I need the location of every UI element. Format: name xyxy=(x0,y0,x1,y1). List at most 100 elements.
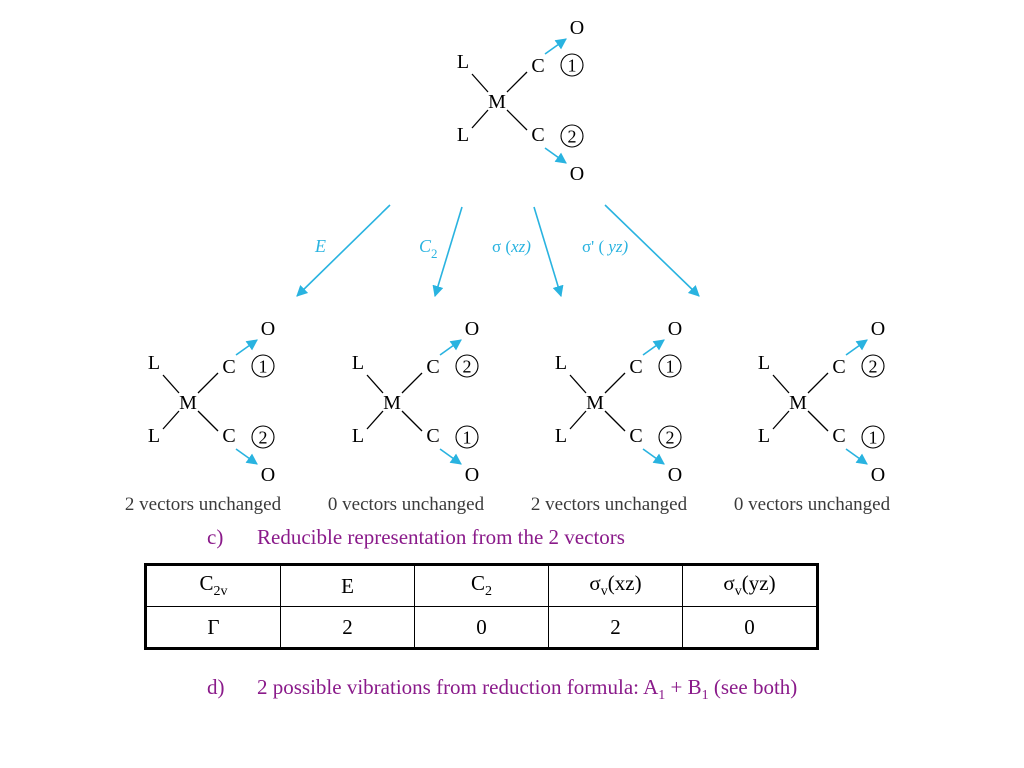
character-table: C2v E C2 σv(xz) σv(yz) Γ 2 0 2 0 xyxy=(144,563,819,650)
position-circle-top xyxy=(251,354,275,378)
arrow-E xyxy=(296,204,391,297)
section-c-label: c) xyxy=(207,525,224,549)
row-gamma-sigma-xz: 2 xyxy=(548,606,683,649)
bond-line xyxy=(471,73,489,93)
op-label-sigma-yz: σ' ( yz) xyxy=(582,237,629,256)
bond-line xyxy=(569,410,587,430)
atom-ligand-bottom: L xyxy=(555,425,567,447)
caption-sigma-yz: 0 vectors unchanged xyxy=(733,494,891,515)
position-label-top: 1 xyxy=(568,56,577,76)
co-vector-top xyxy=(642,339,665,356)
atom-carbon-top: C xyxy=(426,356,439,378)
co-vector-top xyxy=(235,339,258,356)
bond-line xyxy=(197,410,219,432)
atom-carbon-bottom: C xyxy=(629,425,642,447)
section-d-label: d) xyxy=(207,675,225,699)
bond-line xyxy=(197,372,219,394)
atom-oxygen-bottom: O xyxy=(871,464,885,486)
atom-metal: M xyxy=(488,91,506,113)
position-label-top: 2 xyxy=(869,357,878,377)
bond-line xyxy=(366,410,384,430)
bond-line xyxy=(772,374,790,394)
atom-ligand-bottom: L xyxy=(352,425,364,447)
atom-oxygen-top: O xyxy=(871,318,885,340)
atom-ligand-bottom: L xyxy=(758,425,770,447)
section-c: c) Reducible representation from the 2 ve… xyxy=(207,525,625,550)
atom-carbon-bottom: C xyxy=(426,425,439,447)
arrow-sigma-xz xyxy=(533,206,564,298)
atom-oxygen-bottom: O xyxy=(668,464,682,486)
atom-ligand-bottom: L xyxy=(148,425,160,447)
position-circle-top xyxy=(658,354,682,378)
co-vector-bottom xyxy=(439,448,462,465)
bond-line xyxy=(506,71,528,93)
bond-line xyxy=(471,109,489,129)
caption-E: 2 vectors unchanged xyxy=(124,494,282,515)
position-circle-bottom xyxy=(861,425,885,449)
atom-carbon-top: C xyxy=(222,356,235,378)
co-vector-bottom xyxy=(642,448,665,465)
molecule-result-4: ML L C C O O 2 1 xyxy=(758,318,885,486)
atom-oxygen-bottom: O xyxy=(261,464,275,486)
atom-oxygen-bottom: O xyxy=(465,464,479,486)
header-C2: C2 xyxy=(414,564,549,607)
bond-line xyxy=(569,374,587,394)
atom-ligand-bottom: L xyxy=(457,124,469,146)
header-sigma-xz: σv(xz) xyxy=(548,564,683,607)
atom-carbon-bottom: C xyxy=(832,425,845,447)
header-sigma-yz: σv(yz) xyxy=(682,564,818,607)
position-label-top: 1 xyxy=(666,357,675,377)
position-circle-top xyxy=(455,354,479,378)
table-header-row: C2v E C2 σv(xz) σv(yz) xyxy=(145,564,818,607)
arrow-sigma-yz xyxy=(604,204,700,297)
atom-ligand-top: L xyxy=(758,352,770,374)
operation-arrows xyxy=(296,204,700,298)
position-circle-bottom xyxy=(560,124,584,148)
position-label-bottom: 2 xyxy=(666,428,675,448)
bond-line xyxy=(772,410,790,430)
atom-oxygen-top: O xyxy=(465,318,479,340)
atom-ligand-top: L xyxy=(352,352,364,374)
atom-carbon-bottom: C xyxy=(531,124,544,146)
atom-metal: M xyxy=(789,392,807,414)
row-gamma-sigma-yz: 0 xyxy=(682,606,818,649)
bond-line xyxy=(506,109,528,131)
co-vector-bottom xyxy=(544,147,567,164)
position-label-bottom: 2 xyxy=(259,428,268,448)
bond-line xyxy=(401,372,423,394)
atom-metal: M xyxy=(383,392,401,414)
position-label-bottom: 1 xyxy=(869,428,878,448)
position-circle-bottom xyxy=(455,425,479,449)
caption-C2: 0 vectors unchanged xyxy=(327,494,485,515)
op-label-C2: C2 xyxy=(419,236,438,261)
bond-line xyxy=(807,410,829,432)
bond-line xyxy=(162,374,180,394)
header-E: E xyxy=(280,564,415,607)
operation-labels: E C2 σ (xz) σ' ( yz) xyxy=(314,236,629,261)
row-gamma-label: Γ xyxy=(145,606,281,649)
row-gamma-C2: 0 xyxy=(414,606,549,649)
arrow-C2 xyxy=(432,206,463,298)
atom-oxygen-top: O xyxy=(668,318,682,340)
atom-ligand-top: L xyxy=(148,352,160,374)
bond-line xyxy=(807,372,829,394)
atom-carbon-top: C xyxy=(629,356,642,378)
bond-line xyxy=(604,410,626,432)
op-label-sigma-xz: σ (xz) xyxy=(492,237,531,256)
section-c-text: Reducible representation from the 2 vect… xyxy=(257,525,625,549)
bond-line xyxy=(401,410,423,432)
position-label-bottom: 1 xyxy=(463,428,472,448)
atom-metal: M xyxy=(179,392,197,414)
op-label-E: E xyxy=(314,236,326,256)
position-circle-bottom xyxy=(658,425,682,449)
atom-carbon-bottom: C xyxy=(222,425,235,447)
atom-ligand-top: L xyxy=(457,51,469,73)
symmetry-operations-diagram: MLLCCOO12MLLCCOO12MLLCCOO21MLLCCOO12MLLC… xyxy=(148,17,885,486)
atom-carbon-top: C xyxy=(832,356,845,378)
co-vector-top xyxy=(845,339,868,356)
atom-carbon-top: C xyxy=(531,55,544,77)
atom-oxygen-top: O xyxy=(570,17,584,39)
